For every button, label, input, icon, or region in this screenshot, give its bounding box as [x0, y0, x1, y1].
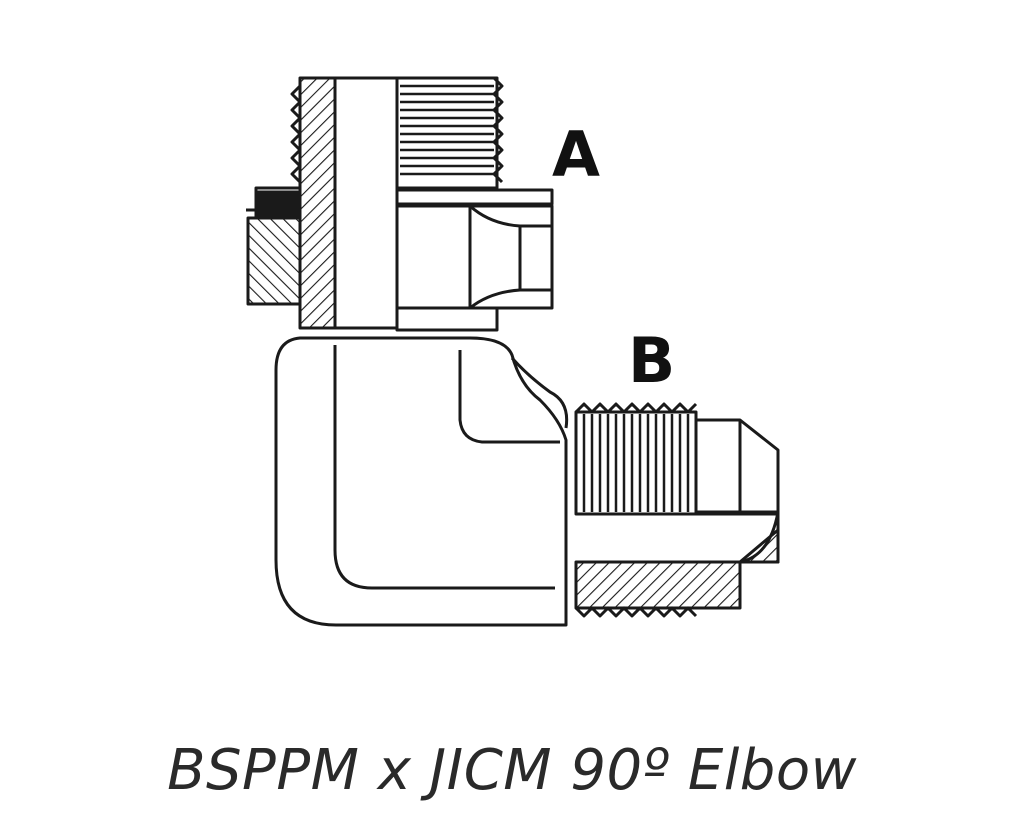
elbow-body	[274, 336, 569, 627]
oring-seat-hatch	[246, 216, 302, 306]
bspp-stud	[246, 76, 554, 332]
jic-flare-hatch	[738, 528, 780, 564]
jic-bottom-thread	[574, 606, 698, 618]
stud-thread-lines	[400, 84, 494, 176]
diagram-caption: BSPPM x JICM 90º Elbow	[167, 738, 857, 803]
jic-thread-block	[574, 410, 698, 516]
elbow-inner-contour	[333, 345, 555, 590]
stud-right-thread	[492, 76, 504, 184]
hex-nut-facets	[468, 204, 552, 310]
jic-branch	[574, 402, 780, 618]
oring	[256, 190, 300, 218]
elbow-inner-step	[458, 350, 560, 444]
jic-flare-nose	[694, 418, 780, 514]
jic-top-thread	[574, 402, 698, 414]
hex-nut	[395, 204, 554, 310]
seal-washer	[395, 188, 554, 206]
jic-section-hatch	[574, 560, 742, 610]
port-a-label: A	[552, 118, 600, 191]
elbow-boss-contour	[510, 357, 569, 429]
stud-bore	[333, 76, 399, 330]
stud-collar	[395, 306, 499, 332]
elbow-outline	[274, 336, 568, 627]
stud-section-hatch	[298, 76, 337, 330]
port-b-label: B	[628, 324, 676, 397]
jic-thread-lines	[582, 414, 690, 512]
stud-left-thread	[290, 84, 302, 184]
